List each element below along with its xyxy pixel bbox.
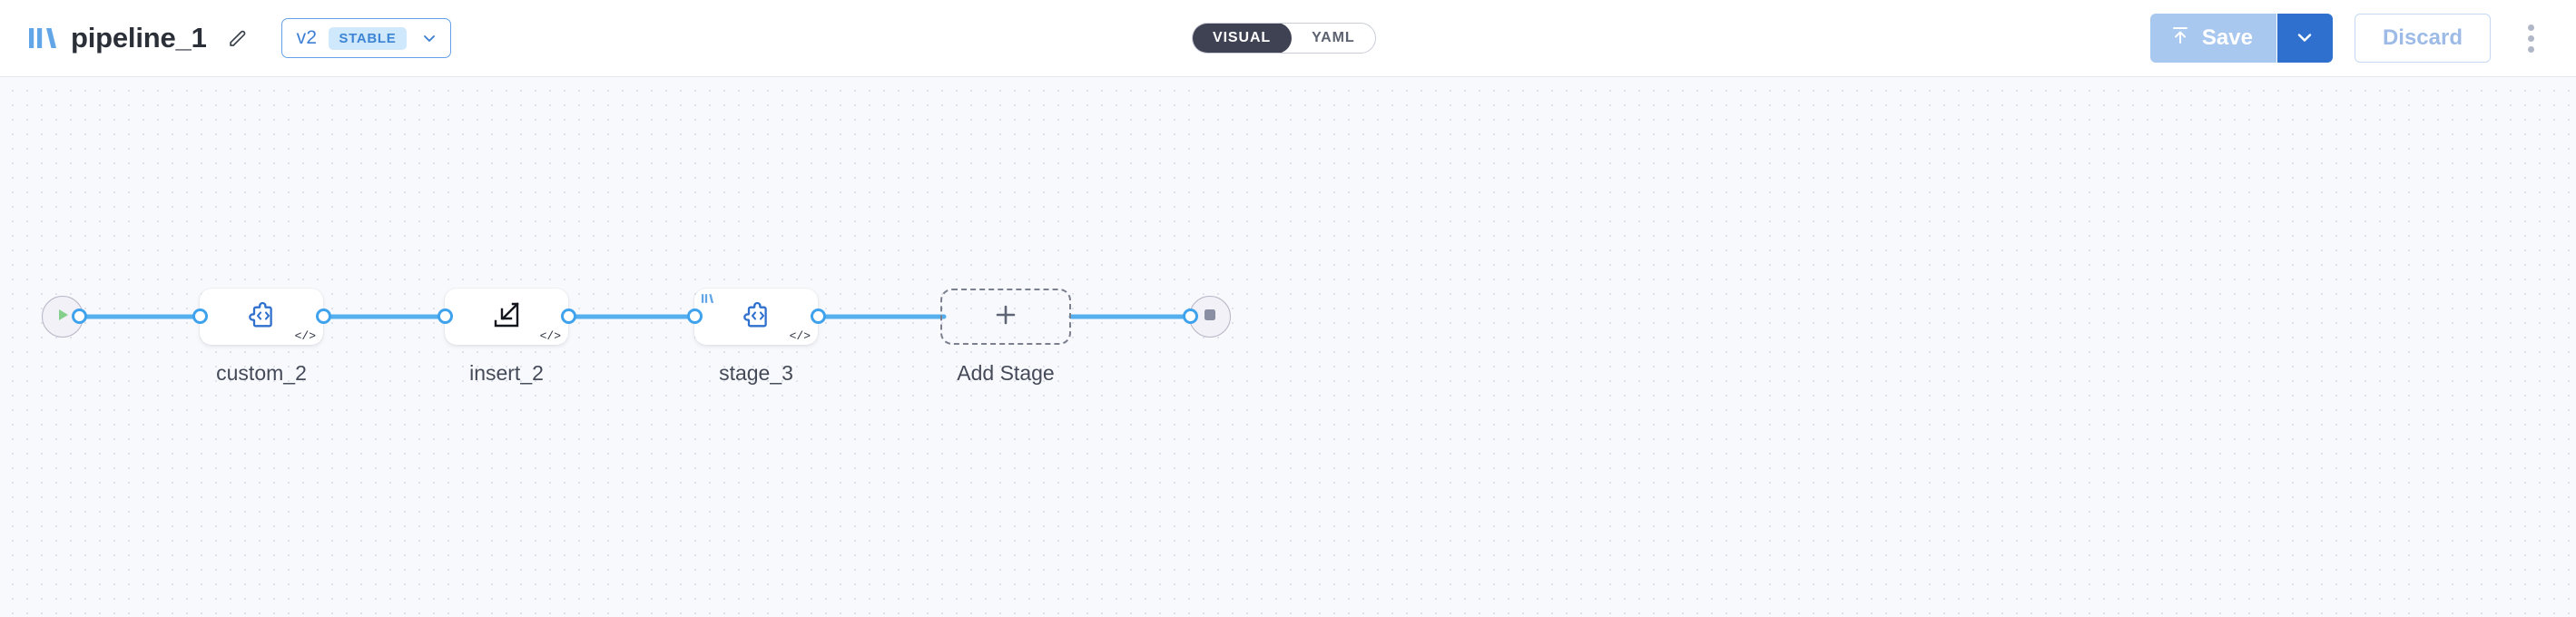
tab-visual[interactable]: VISUAL <box>1192 24 1293 53</box>
pipeline-flow: </> custom_2 </> insert_2 <box>0 77 2576 617</box>
save-button[interactable]: Save <box>2149 14 2276 63</box>
puzzle-code-icon <box>246 300 277 334</box>
upload-arrow-icon <box>2170 24 2190 53</box>
add-stage-button[interactable] <box>940 289 1071 345</box>
pencil-icon[interactable] <box>220 20 256 56</box>
version-label: v2 <box>296 27 318 48</box>
kebab-dot <box>2527 45 2534 53</box>
play-icon <box>54 306 72 328</box>
plus-icon <box>992 301 1019 333</box>
start-node-output-port[interactable] <box>72 308 87 324</box>
kebab-dot <box>2527 24 2534 31</box>
chevron-down-icon <box>419 28 439 48</box>
stage-node-insert_2[interactable]: </> <box>445 289 568 345</box>
save-button-label: Save <box>2201 25 2253 50</box>
stage-node-stage_3-input-port[interactable] <box>687 308 703 324</box>
code-badge: </> <box>294 329 316 343</box>
save-dropdown-button[interactable] <box>2276 14 2333 63</box>
add-stage-label: Add Stage <box>957 361 1055 385</box>
stage-node-insert_2-output-port[interactable] <box>561 308 576 324</box>
kebab-menu-icon[interactable] <box>2511 14 2551 63</box>
puzzle-code-icon <box>741 300 772 334</box>
code-badge: </> <box>789 329 811 343</box>
view-mode-toggle[interactable]: VISUAL YAML <box>1192 23 1376 54</box>
stage-node-custom_2-output-port[interactable] <box>316 308 331 324</box>
stage-node-insert_2-label: insert_2 <box>469 361 544 385</box>
stage-node-stage_3-label: stage_3 <box>719 361 793 385</box>
chevron-down-icon <box>2294 26 2315 51</box>
code-badge: </> <box>539 329 561 343</box>
discard-button[interactable]: Discard <box>2354 14 2491 63</box>
end-node-input-port[interactable] <box>1183 308 1198 324</box>
pipeline-bars-logo-icon <box>27 24 58 53</box>
kebab-dot <box>2527 34 2534 42</box>
stage-node-custom_2-label: custom_2 <box>216 361 307 385</box>
stage-node-insert_2-input-port[interactable] <box>438 308 453 324</box>
pipeline-bars-logo-icon <box>701 292 714 305</box>
stage-node-stage_3[interactable]: </> <box>694 289 818 345</box>
segmented-control[interactable]: VISUAL YAML <box>1192 23 1376 54</box>
top-bar: pipeline_1 v2 STABLE VISUAL YAML <box>0 0 2576 77</box>
tab-yaml[interactable]: YAML <box>1312 30 1355 45</box>
header-left-group: pipeline_1 v2 STABLE <box>27 18 451 58</box>
stage-node-custom_2-input-port[interactable] <box>192 308 208 324</box>
header-actions: Save Discard <box>2149 14 2551 63</box>
save-button-group: Save <box>2149 14 2333 63</box>
stop-square-icon <box>1202 307 1218 328</box>
stage-node-stage_3-output-port[interactable] <box>811 308 826 324</box>
pipeline-edges <box>75 314 1199 319</box>
status-badge: STABLE <box>329 26 407 50</box>
end-node[interactable] <box>1189 296 1231 338</box>
page-title: pipeline_1 <box>71 22 207 54</box>
pipeline-canvas[interactable]: </> custom_2 </> insert_2 <box>0 77 2576 617</box>
insert-square-arrow-icon <box>491 299 522 335</box>
stage-node-custom_2[interactable]: </> <box>200 289 323 345</box>
version-selector[interactable]: v2 STABLE <box>280 18 451 58</box>
